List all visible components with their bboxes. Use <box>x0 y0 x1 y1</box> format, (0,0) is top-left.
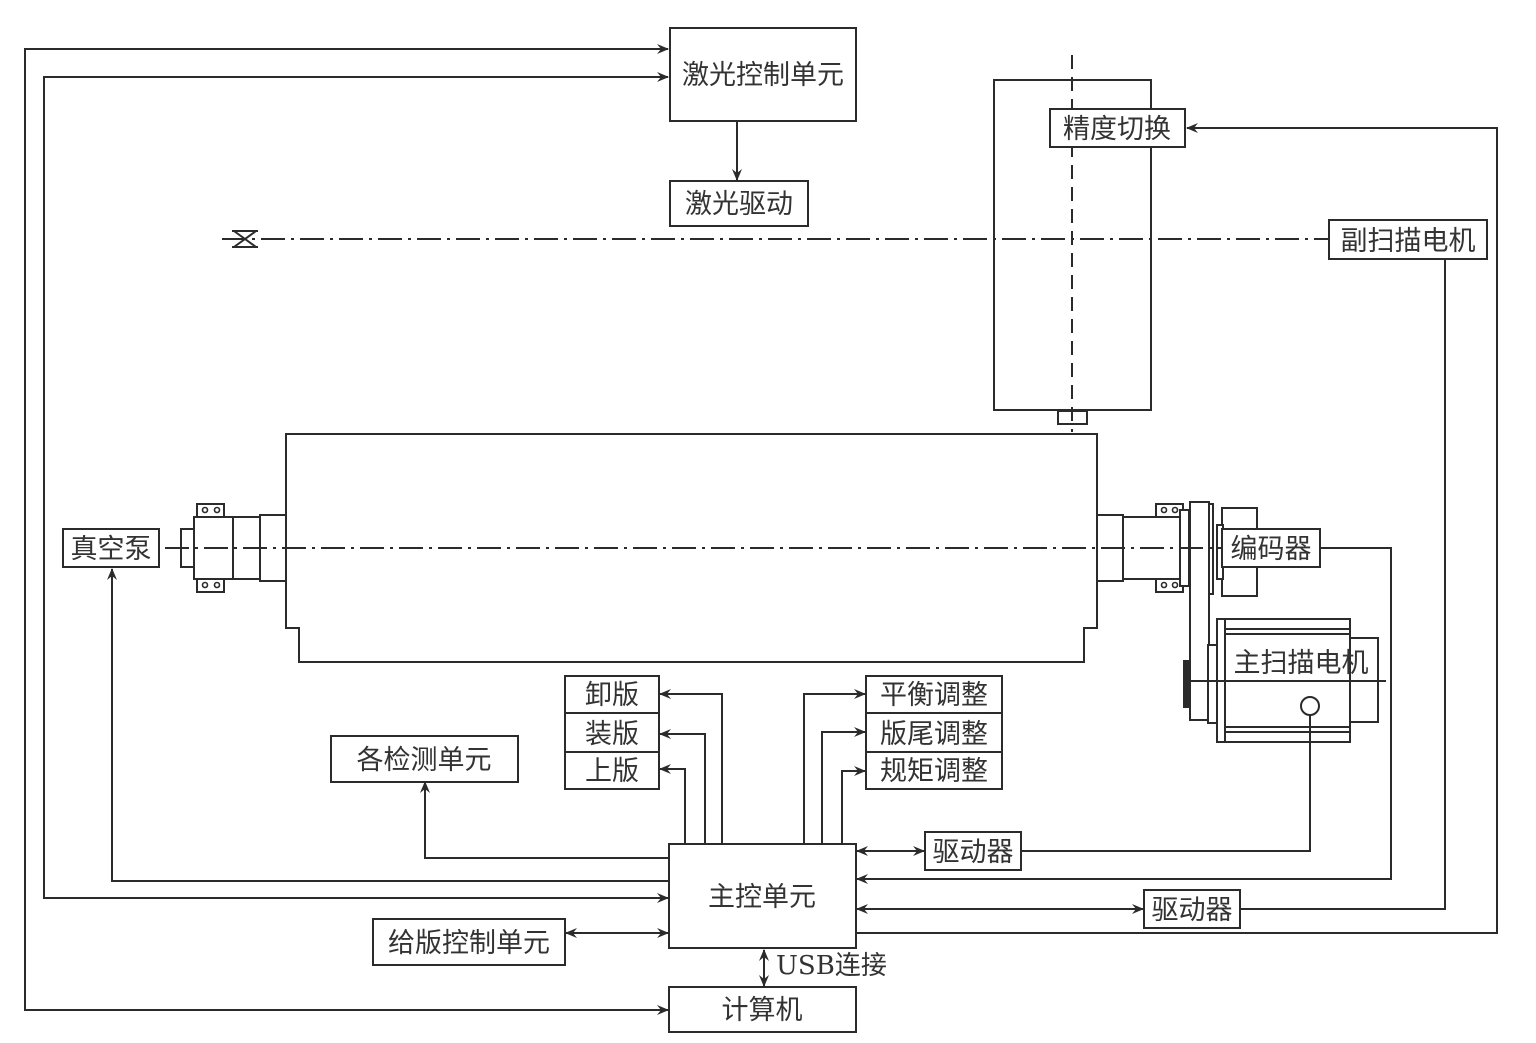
svg-text:真空泵: 真空泵 <box>71 534 152 565</box>
label-main-scan-motor: 主扫描电机 <box>1234 648 1369 679</box>
axis-end-symbol <box>232 230 258 248</box>
svg-text:激光控制单元: 激光控制单元 <box>682 60 844 91</box>
connector-encoder <box>856 547 1392 884</box>
box-balance-adjust: 平衡调整 <box>865 675 1003 714</box>
svg-text:精度切换: 精度切换 <box>1063 114 1171 145</box>
connector-tail <box>821 727 866 843</box>
connector-unload <box>659 689 723 843</box>
svg-text:驱动器: 驱动器 <box>933 837 1014 868</box>
connector-balance <box>803 689 866 843</box>
connector-vacuum <box>107 568 668 882</box>
svg-text:上版: 上版 <box>585 756 639 787</box>
box-laser-drive: 激光驱动 <box>669 180 809 227</box>
box-vacuum-pump: 真空泵 <box>62 528 160 568</box>
box-laser-control-unit: 激光控制单元 <box>669 27 857 122</box>
box-plate-feed-control-unit: 给版控制单元 <box>372 918 566 966</box>
box-register-adjust: 规矩调整 <box>865 751 1003 790</box>
box-driver-2: 驱动器 <box>1143 889 1241 929</box>
svg-text:副扫描电机: 副扫描电机 <box>1341 226 1476 257</box>
box-detection-units: 各检测单元 <box>330 735 519 783</box>
box-computer: 计算机 <box>668 986 857 1033</box>
svg-text:计算机: 计算机 <box>722 995 803 1026</box>
connector-precision <box>857 123 1498 934</box>
svg-text:编码器: 编码器 <box>1231 534 1312 565</box>
svg-text:激光驱动: 激光驱动 <box>685 189 793 220</box>
main-scan-motor-drawing <box>1190 618 1386 743</box>
connector-motor-driver-1 <box>1021 715 1311 852</box>
svg-text:规矩调整: 规矩调整 <box>880 756 988 787</box>
svg-text:主控单元: 主控单元 <box>708 882 816 913</box>
usb-connection-label: USB连接 <box>776 951 887 981</box>
belt-pulley <box>1189 501 1210 721</box>
box-load-plate: 装版 <box>564 712 660 753</box>
svg-text:版尾调整: 版尾调整 <box>880 719 988 750</box>
connector-sub-motor-driver-2 <box>1240 259 1446 910</box>
box-plate-tail-adjust: 版尾调整 <box>865 712 1003 753</box>
connector-load <box>659 729 706 843</box>
box-driver-1: 驱动器 <box>924 831 1022 871</box>
svg-text:给版控制单元: 给版控制单元 <box>388 928 550 959</box>
right-bearing-top <box>1155 503 1184 518</box>
connector-mount <box>659 764 686 843</box>
box-mount-plate: 上版 <box>564 751 660 790</box>
box-main-control-unit: 主控单元 <box>668 843 857 949</box>
drum-drawing <box>180 433 1258 721</box>
box-precision-switch: 精度切换 <box>1049 108 1186 148</box>
svg-text:卸版: 卸版 <box>585 680 639 711</box>
box-sub-scan-motor: 副扫描电机 <box>1328 219 1488 260</box>
connections <box>24 44 1498 1015</box>
svg-text:主扫描电机: 主扫描电机 <box>1234 648 1369 679</box>
svg-text:各检测单元: 各检测单元 <box>357 745 492 776</box>
belt <box>1183 660 1191 708</box>
svg-text:驱动器: 驱动器 <box>1152 895 1233 926</box>
svg-text:装版: 装版 <box>585 719 639 750</box>
svg-text:平衡调整: 平衡调整 <box>880 680 988 711</box>
connector-detection <box>420 781 679 863</box>
drum-body <box>285 433 1098 663</box>
connector-register <box>841 766 866 843</box>
box-encoder: 编码器 <box>1221 528 1321 568</box>
right-bearing-bottom <box>1155 578 1184 593</box>
box-unload-plate: 卸版 <box>564 675 660 714</box>
